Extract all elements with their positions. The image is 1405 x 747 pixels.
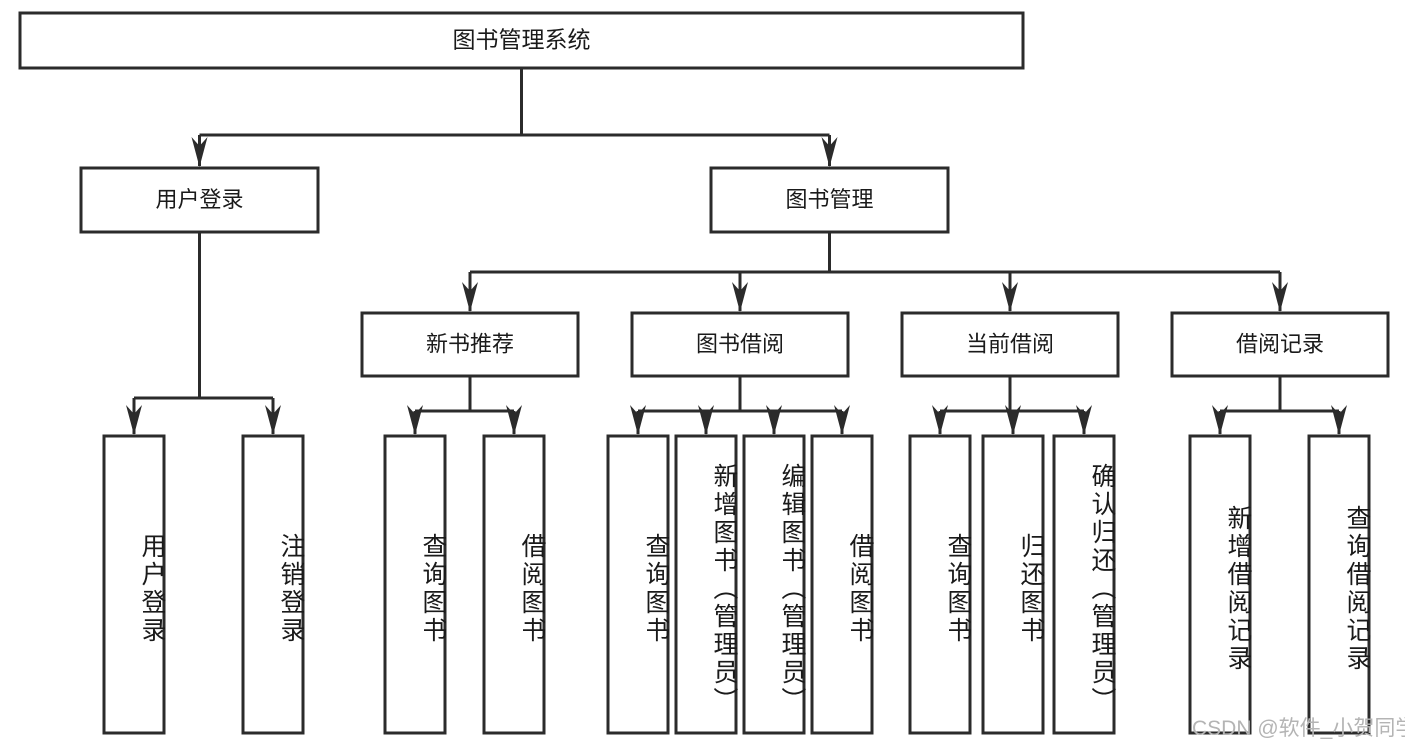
- leaf-node-box-leaf-confirm-return: [1052, 434, 1116, 735]
- level2-node-box-book-management: [709, 166, 950, 234]
- leaf-node-box-leaf-borrow-book-2: [810, 434, 874, 735]
- leaf-node-box-leaf-query-book-1: [383, 434, 447, 735]
- arrow-head-icon: [1331, 405, 1347, 435]
- root-node-box: [18, 11, 1025, 70]
- arrow-head-icon: [732, 282, 748, 312]
- arrow-head-icon: [506, 405, 522, 435]
- box-layer: [18, 11, 1390, 735]
- arrow-head-icon: [698, 405, 714, 435]
- leaf-node-box-leaf-query-book-3: [908, 434, 972, 735]
- leaf-node-box-leaf-edit-book: [742, 434, 806, 735]
- leaf-node-box-leaf-logout: [241, 434, 305, 735]
- arrow-head-icon: [407, 405, 423, 435]
- arrow-head-icon: [821, 137, 838, 167]
- csdn-watermark: CSDN @软件_小贺同学: [1192, 717, 1405, 740]
- leaf-node-box-leaf-add-record: [1188, 434, 1252, 735]
- arrow-head-icon: [932, 405, 948, 435]
- arrow-head-icon: [1212, 405, 1228, 435]
- arrow-head-icon: [1076, 405, 1092, 435]
- level2-node-label-book-management: 图书管理: [785, 187, 873, 212]
- arrow-head-icon: [462, 282, 478, 312]
- level3-node-box-book-borrow: [630, 311, 850, 378]
- connector-layer: [126, 68, 1347, 435]
- level3-node-label-book-borrow: 图书借阅: [696, 331, 784, 356]
- root-node-label: 图书管理系统: [453, 27, 591, 53]
- level2-node-box-user-login: [79, 166, 320, 234]
- arrow-head-icon: [126, 405, 142, 435]
- leaf-node-box-leaf-add-book: [674, 434, 738, 735]
- arrow-head-icon: [1002, 282, 1018, 312]
- level3-node-box-borrow-record: [1170, 311, 1390, 378]
- level3-node-label-new-book-recommend: 新书推荐: [426, 331, 514, 356]
- leaf-node-box-leaf-user-login: [102, 434, 166, 735]
- arrow-head-icon: [834, 405, 850, 435]
- leaf-node-box-leaf-query-record: [1307, 434, 1371, 735]
- leaf-node-box-leaf-query-book-2: [606, 434, 670, 735]
- level3-node-label-borrow-record: 借阅记录: [1236, 331, 1324, 356]
- arrow-head-icon: [265, 405, 281, 435]
- arrow-head-icon: [1005, 405, 1021, 435]
- level3-node-box-current-borrow: [900, 311, 1120, 378]
- leaf-node-box-leaf-borrow-book-1: [482, 434, 546, 735]
- arrow-head-icon: [630, 405, 646, 435]
- arrow-head-icon: [766, 405, 782, 435]
- leaf-node-box-leaf-return-book: [981, 434, 1045, 735]
- level3-node-box-new-book-recommend: [360, 311, 580, 378]
- level2-node-label-user-login: 用户登录: [155, 187, 243, 212]
- arrow-head-icon: [1272, 282, 1288, 312]
- arrow-head-icon: [191, 137, 208, 167]
- level3-node-label-current-borrow: 当前借阅: [966, 331, 1054, 356]
